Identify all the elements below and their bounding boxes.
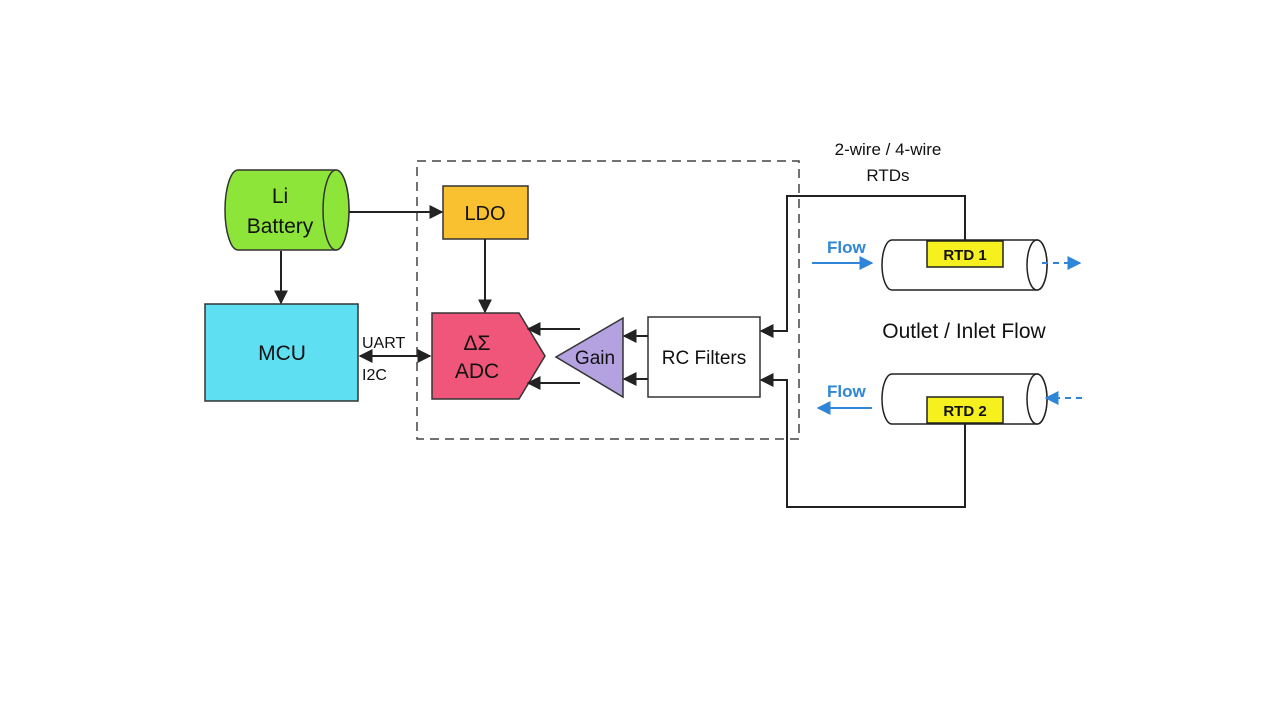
rtd1-label: RTD 1 <box>943 247 986 264</box>
ldo-block: LDO <box>442 185 529 240</box>
flow-caption: Outlet / Inlet Flow <box>882 320 1046 343</box>
rc-filters-block: RC Filters <box>647 316 761 398</box>
pipe-rtd1: RTD 1 <box>881 239 1048 291</box>
delta-sigma-adc: ΔΣ ADC <box>431 312 546 400</box>
pipe-rtd2: RTD 2 <box>881 373 1048 425</box>
gain-amplifier: Gain <box>554 316 624 399</box>
adc-label-line2: ADC <box>455 360 499 383</box>
flow-label-1: Flow <box>827 238 866 257</box>
flow-label-2: Flow <box>827 382 866 401</box>
uart-label: UART <box>362 335 405 352</box>
mcu-block: MCU <box>204 303 359 402</box>
i2c-label: I2C <box>362 367 387 384</box>
ldo-label: LDO <box>464 203 505 225</box>
gain-label: Gain <box>575 348 615 369</box>
rtd2-label: RTD 2 <box>943 403 986 420</box>
rtd-header-line1: 2-wire / 4-wire <box>835 140 942 159</box>
battery-label-line2: Battery <box>247 215 314 238</box>
battery-label-line1: Li <box>272 185 288 208</box>
rc-filters-label: RC Filters <box>662 348 746 369</box>
adc-label-line1: ΔΣ <box>463 332 490 355</box>
mcu-label: MCU <box>258 342 306 365</box>
rtd2-wire <box>759 373 966 508</box>
rtd1-wire <box>759 195 966 338</box>
li-battery: Li Battery <box>224 169 350 251</box>
rtd-header-line2: RTDs <box>866 166 909 185</box>
